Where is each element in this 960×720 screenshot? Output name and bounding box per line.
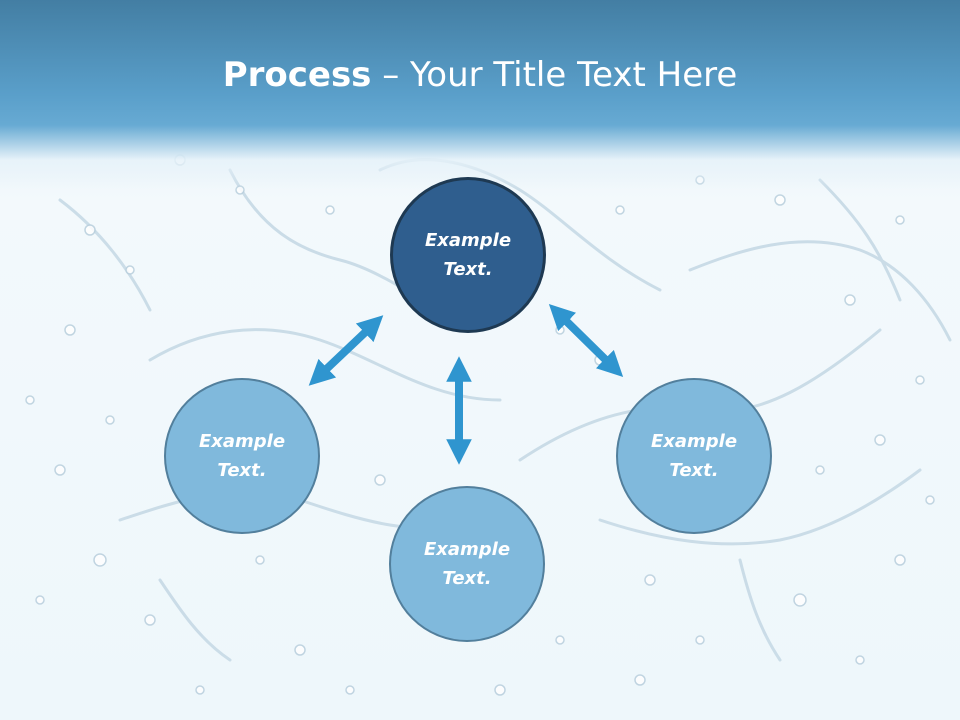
node-right-line1: Example	[650, 431, 738, 452]
slide-title[interactable]: Process – Your Title Text Here	[0, 52, 960, 98]
process-node-top[interactable]: Example Text.	[390, 177, 546, 333]
node-top-line1: Example	[424, 230, 512, 251]
node-bottom-line2: Text.	[442, 568, 492, 589]
arrow-top-right	[548, 304, 624, 377]
node-left-line1: Example	[198, 431, 286, 452]
title-bold: Process	[222, 55, 372, 95]
node-bottom-line1: Example	[423, 539, 511, 560]
node-top-line2: Text.	[443, 259, 493, 280]
arrow-top-left	[308, 315, 384, 386]
node-left-line2: Text.	[217, 460, 267, 481]
process-node-right[interactable]: Example Text.	[616, 378, 772, 534]
node-right-line2: Text.	[669, 460, 719, 481]
process-node-bottom[interactable]: Example Text.	[389, 486, 545, 642]
process-node-left[interactable]: Example Text.	[164, 378, 320, 534]
title-rest: – Your Title Text Here	[371, 55, 738, 95]
title-banner	[0, 0, 960, 190]
